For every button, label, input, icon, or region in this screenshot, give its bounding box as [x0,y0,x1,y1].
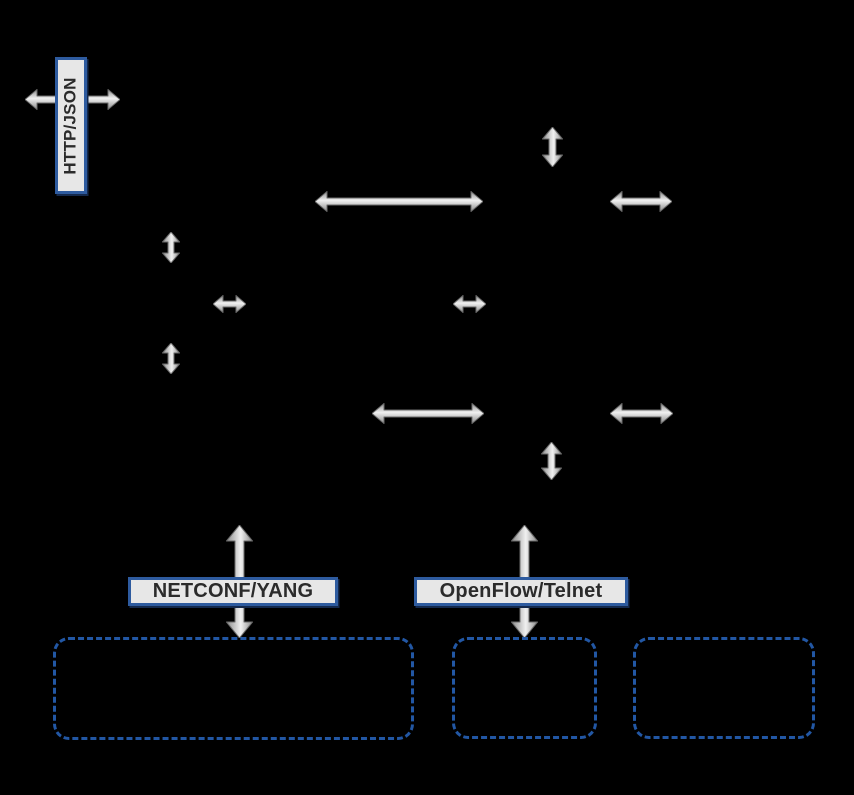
dashed-box-left [53,637,414,740]
double-arrow-lower-right [609,402,673,424]
netconf-yang-label: NETCONF/YANG [128,577,338,606]
http-json-label: HTTP/JSON [55,57,87,194]
double-arrow-left-vertical-lower [162,342,180,374]
double-arrow-left-small-horizontal [212,295,246,313]
dashed-box-middle [452,637,597,739]
double-arrow-top-center-vertical [541,127,563,167]
double-arrow-left-vertical-upper [162,231,180,263]
http-json-label-text: HTTP/JSON [61,76,81,175]
netconf-yang-label-text: NETCONF/YANG [152,580,314,602]
double-arrow-center-small-horizontal [452,295,486,313]
double-arrow-lower-center-vertical [540,442,562,480]
dashed-box-right [633,637,815,739]
openflow-telnet-label-text: OpenFlow/Telnet [439,580,603,602]
double-arrow-mid-left-long [315,190,483,212]
double-arrow-lower-long [372,402,484,424]
openflow-telnet-label: OpenFlow/Telnet [414,577,628,606]
double-arrow-mid-right-upper [610,190,672,212]
